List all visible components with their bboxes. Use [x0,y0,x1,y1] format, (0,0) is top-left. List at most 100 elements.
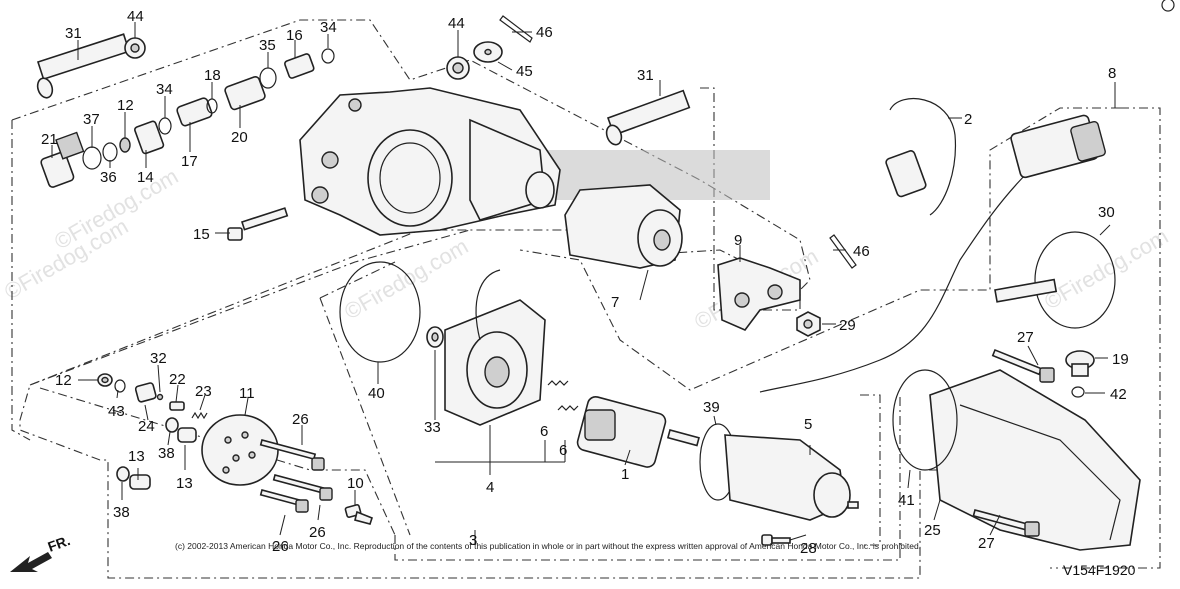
callout-35: 35 [259,37,276,54]
washer-44-right [446,56,470,80]
bushing-13-upper [177,427,197,443]
screw-10 [344,504,373,525]
callout-7: 7 [611,294,619,311]
washer-44-left [124,37,146,59]
o-ring-35 [259,67,277,89]
callout-5: 5 [804,416,812,433]
callout-26: 26 [309,524,326,541]
fitting-16 [284,53,315,79]
washer-38-upper [165,417,179,433]
pin-31-upper [36,33,131,99]
washer-43 [114,379,126,393]
assembly-boundaries [11,19,1161,579]
callout-44: 44 [127,8,144,25]
bolt-28 [761,534,791,546]
callout-32: 32 [150,350,167,367]
nut-29 [796,311,821,337]
nut-12-lower [97,373,113,387]
washer-38-lower [116,466,130,482]
diagram-code: V154F1920 [1063,562,1136,578]
o-ring-36 [102,142,118,162]
armature-1 [576,395,700,468]
registered-mark-icon [1161,0,1175,12]
washer-42 [1071,386,1085,398]
washer-45 [473,41,503,63]
callout-6: 6 [540,423,548,440]
bushing-13-lower [129,474,151,490]
bolt-27-lower [972,509,1040,537]
watermark-text: ©Firedog.com [1040,223,1172,314]
callout-43: 43 [108,403,125,420]
callout-12: 12 [55,372,72,389]
fitting-14 [134,120,165,155]
callout-21: 21 [41,131,58,148]
callout-30: 30 [1098,204,1115,221]
pin-32 [156,393,164,401]
bolt-26-lower [259,489,309,513]
motor-yoke-5 [724,434,859,521]
band-30 [994,231,1116,329]
front-direction-indicator: FR. [10,532,72,572]
clip-band-2 [885,97,957,216]
callout-41: 41 [898,492,915,509]
copyright-notice: (c) 2002-2013 American Honda Motor Co., … [175,541,921,551]
callout-26: 26 [292,411,309,428]
callout-13: 13 [128,448,145,465]
callout-16: 16 [286,27,303,44]
washer-33 [426,326,444,348]
callout-45: 45 [516,63,533,80]
callout-26: 26 [272,538,289,555]
callout-labels: 31 44 21 37 36 12 14 34 17 1 8 20 35 16 3… [41,8,1129,557]
wire-harness-8 [759,114,1106,393]
callout-37: 37 [83,111,100,128]
bolt-27-upper [991,348,1055,383]
callout-17: 17 [181,153,198,170]
callout-33: 33 [424,419,441,436]
callout-34: 34 [320,19,337,36]
callout-23: 23 [195,383,212,400]
callout-25: 25 [924,522,941,539]
callout-8: 8 [1108,65,1116,82]
callout-12: 12 [117,97,134,114]
callout-34: 34 [156,81,173,98]
plug-21 [40,131,85,188]
callout-39: 39 [703,399,720,416]
callout-6: 6 [559,442,567,459]
callout-13: 13 [176,475,193,492]
callout-36: 36 [100,169,117,186]
callout-4: 4 [486,479,494,496]
gasket-40 [339,261,421,363]
callout-20: 20 [231,129,248,146]
callout-14: 14 [137,169,154,186]
screw-22 [169,401,185,411]
cotter-pin-46-lower [829,234,857,269]
callout-27: 27 [978,535,995,552]
motor-cover-25 [929,369,1141,551]
callout-1: 1 [621,466,629,483]
callout-46: 46 [536,24,553,41]
callout-31: 31 [65,25,82,42]
bolt-26-upper [259,439,325,471]
cotter-pin-46-upper [499,15,533,43]
o-ring-34-left [158,117,172,135]
motor-housing [299,87,561,236]
bushing-24 [134,382,157,403]
callout-2: 2 [964,111,972,128]
bolt-15 [227,207,289,241]
spring-6-upper [547,380,569,386]
spring-6-lower [557,405,579,411]
callout-22: 22 [169,371,186,388]
callout-28: 28 [800,540,817,557]
end-cap-7 [564,184,683,269]
callout-15: 15 [193,226,210,243]
callout-27: 27 [1017,329,1034,346]
callout-24: 24 [138,418,155,435]
bolt-26-middle [272,474,333,501]
fitting-17 [176,97,213,127]
callout-44: 44 [448,15,465,32]
callout-31: 31 [637,67,654,84]
callout-10: 10 [347,475,364,492]
callout-38: 38 [158,445,175,462]
callout-46: 46 [853,243,870,260]
